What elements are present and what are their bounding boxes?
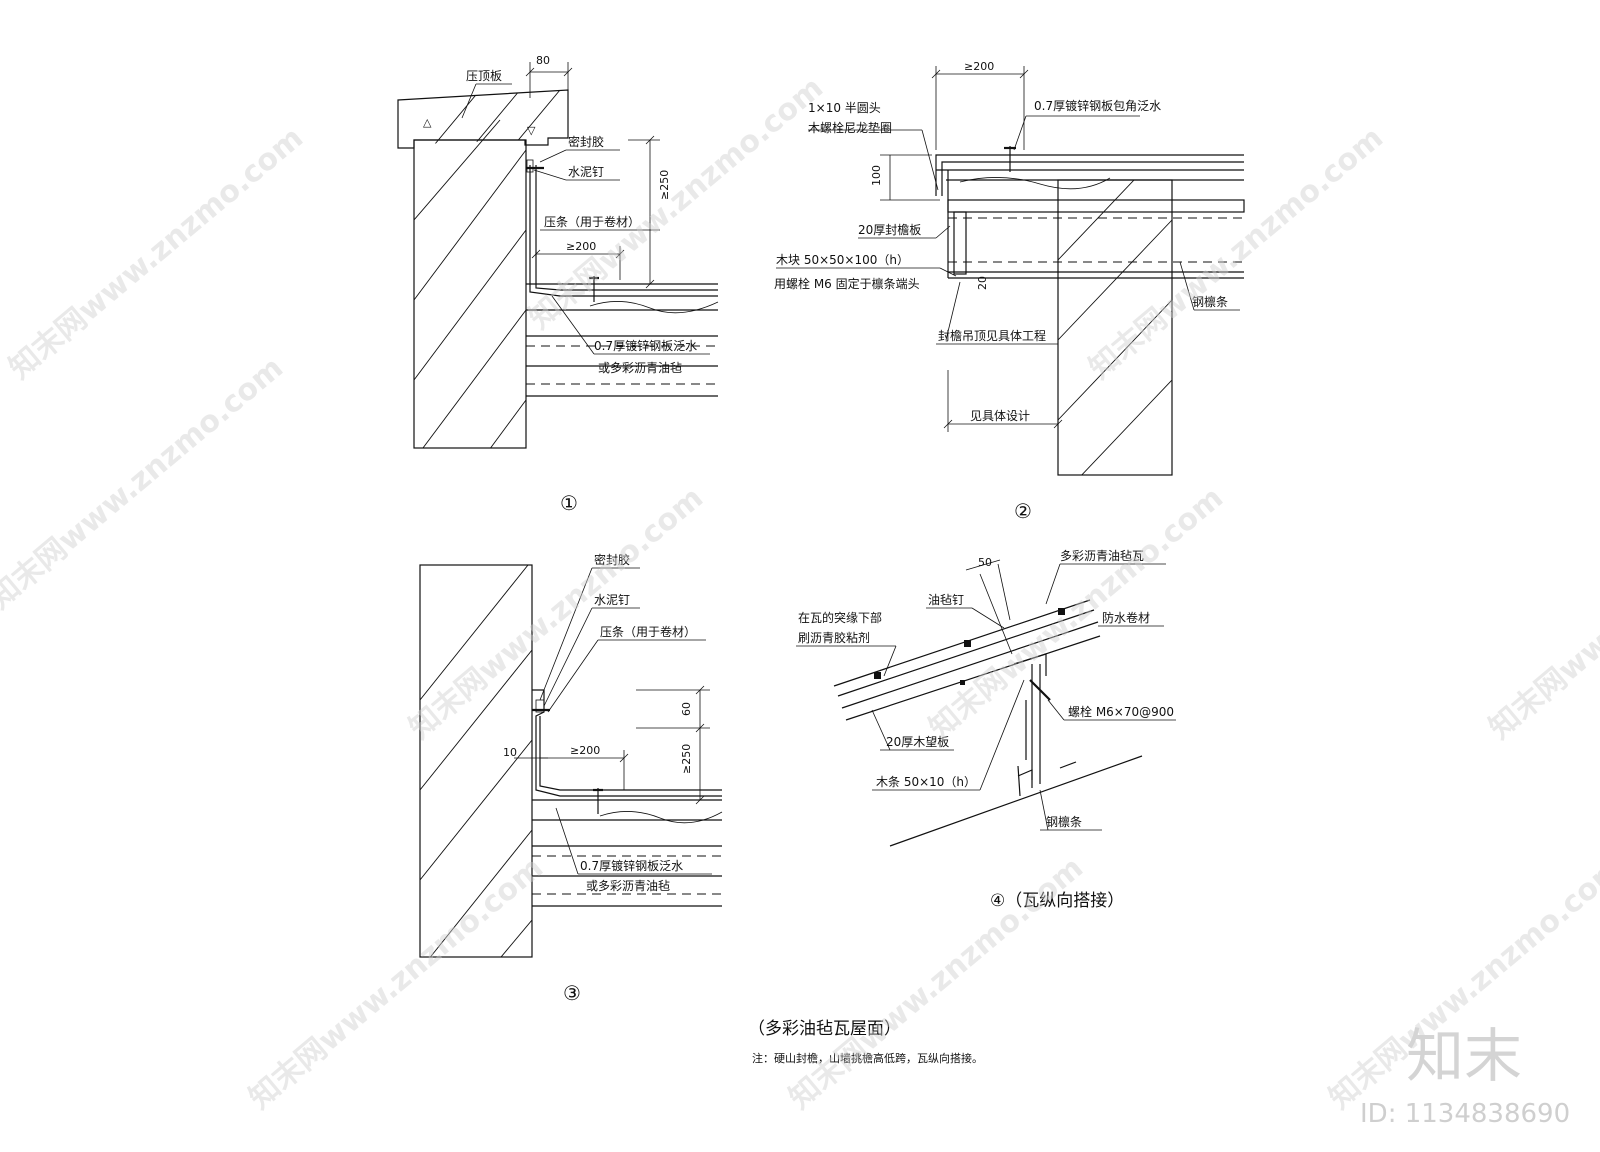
detail-1-marker: ① [560,491,578,515]
parapet-wall [413,139,527,449]
shingle-label: 多彩沥青油毡瓦 [1060,549,1144,563]
detail-3: 密封胶 水泥钉 压条（用于卷材） 60 ≥250 10 ≥200 0.7厚镀锌钢… [419,552,723,1005]
dim-10: 10 [503,746,517,759]
watermark-text: 知末网www.znzmo.com [1483,480,1600,746]
svg-text:△: △ [423,116,432,129]
resource-id: ID: 1134838690 [1360,1099,1570,1129]
board-label: 20厚木望板 [886,735,949,749]
flashing-label-2: 或多彩沥青油毡 [598,361,682,375]
dim-60: 60 [680,702,693,716]
dim-20: 20 [976,276,989,290]
soffit-label: 封檐吊顶见具体工程 [938,328,1046,343]
flashing-label-3b: 或多彩沥青油毡 [586,879,670,893]
detail-4: 50 多彩沥青油毡瓦 油毡钉 在瓦的突缘下部 刷沥青胶粘剂 防水卷材 螺栓 M6… [796,549,1176,911]
watermark-text: 知末网www.znzmo.com [1083,120,1390,386]
felt-nail-label: 油毡钉 [928,593,964,607]
cement-nail-label: 水泥钉 [568,165,604,179]
see-design-label: 见具体设计 [970,409,1030,423]
flashing-label-1: 0.7厚镀锌钢板泛水 [594,339,697,353]
dim-80: 80 [536,54,550,67]
watermark-text: 知末网www.znzmo.com [3,120,310,386]
dim-50: 50 [978,556,992,569]
watermark-text: 知末网www.znzmo.com [0,350,290,616]
sheet-title: （多彩油毡瓦屋面） [748,1019,901,1039]
sheet-note: 注：硬山封檐，山墙挑檐高低跨，瓦纵向搭接。 [752,1051,983,1065]
detail-2-marker: ② [1014,499,1032,523]
watermark-layer: 知末网www.znzmo.com 知末网www.znzmo.com 知末网www… [0,70,1600,1129]
purlin-label-d4: 钢檩条 [1046,814,1082,829]
detail-3-marker: ③ [563,981,581,1005]
detail-2: ≥200 1×10 半圆头 木螺栓尼龙垫圈 0.7厚镀锌钢板包角泛水 100 2… [774,60,1245,523]
membrane-label: 防水卷材 [1102,610,1150,625]
dim-200-d3: ≥200 [570,744,600,757]
detail-4-marker: ④（瓦纵向搭接） [990,891,1124,911]
block-label: 木块 50×50×100（h） [776,253,909,267]
brand-logo: 知末 [1406,1022,1522,1090]
flashing-label-3a: 0.7厚镀锌钢板泛水 [580,859,683,873]
sealant-label: 密封胶 [568,134,604,149]
detail-1: △ ▽ 80 压顶板 密封胶 水泥钉 [397,54,719,515]
bolt-label-2: 木螺栓尼龙垫圈 [808,120,892,135]
glue-label-2: 刷沥青胶粘剂 [798,630,870,645]
sealant-label-3: 密封胶 [594,552,630,567]
watermark-text: 知末网www.znzmo.com [403,480,710,746]
bolt-label-d4: 螺栓 M6×70@900 [1068,704,1174,719]
bolt-label-1: 1×10 半圆头 [808,101,881,115]
coping-label: 压顶板 [466,69,502,83]
dim-200-d2: ≥200 [964,60,994,73]
watermark-text: 知末网www.znzmo.com [783,850,1090,1116]
dim-250: ≥250 [658,170,671,200]
corner-flashing-label: 0.7厚镀锌钢板包角泛水 [1034,99,1161,113]
press-strip-label: 压条（用于卷材） [544,214,640,229]
bolt-m6-label: 用螺栓 M6 固定于檩条端头 [774,276,920,291]
fascia-label: 20厚封檐板 [858,223,921,237]
svg-text:▽: ▽ [527,124,536,137]
press-strip-label-3: 压条（用于卷材） [600,624,696,639]
wall-3 [419,564,533,958]
cement-nail-label-3: 水泥钉 [594,593,630,607]
purlin-label-d2: 钢檩条 [1192,294,1228,309]
glue-label-1: 在瓦的突缘下部 [798,610,882,625]
dim-200: ≥200 [566,240,596,253]
coping-board [397,89,569,149]
dim-100: 100 [870,165,883,186]
batten-label: 木条 50×10（h） [876,775,976,789]
dim-250-d3: ≥250 [680,744,693,774]
watermark-text: 知末网www.znzmo.com [243,850,550,1116]
